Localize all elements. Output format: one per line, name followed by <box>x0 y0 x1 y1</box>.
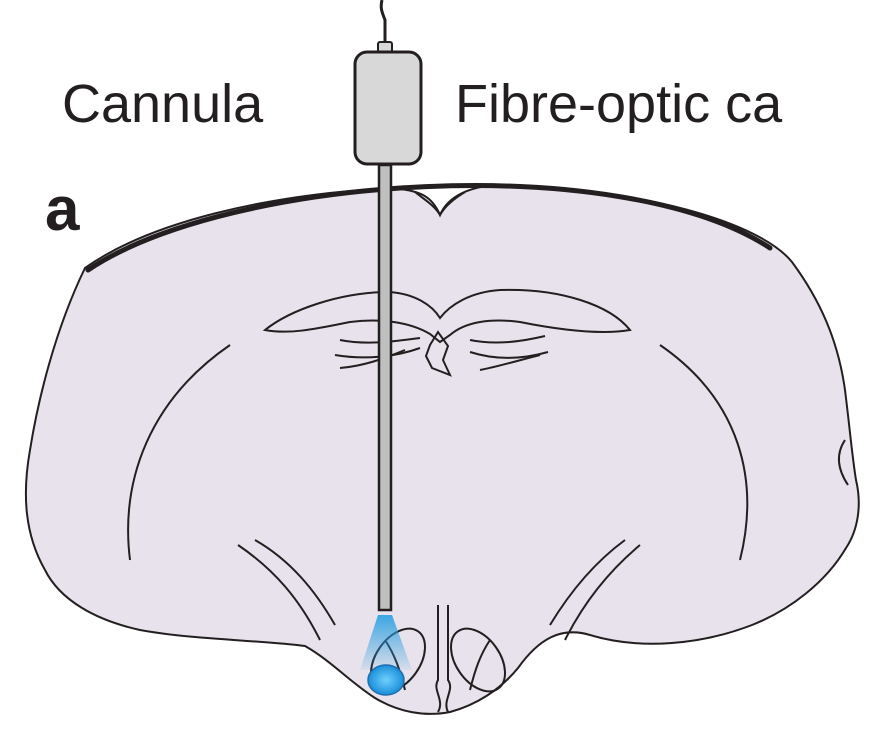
fiber-optic-shaft <box>379 165 391 610</box>
brain-section-outline <box>26 185 859 714</box>
panel-letter: a <box>45 175 80 244</box>
cannula-label: Cannula <box>62 74 264 134</box>
illuminated-region <box>368 665 404 695</box>
cable <box>381 0 385 48</box>
fibre-optic-label: Fibre-optic ca <box>455 74 783 134</box>
cannula-body <box>355 52 421 164</box>
